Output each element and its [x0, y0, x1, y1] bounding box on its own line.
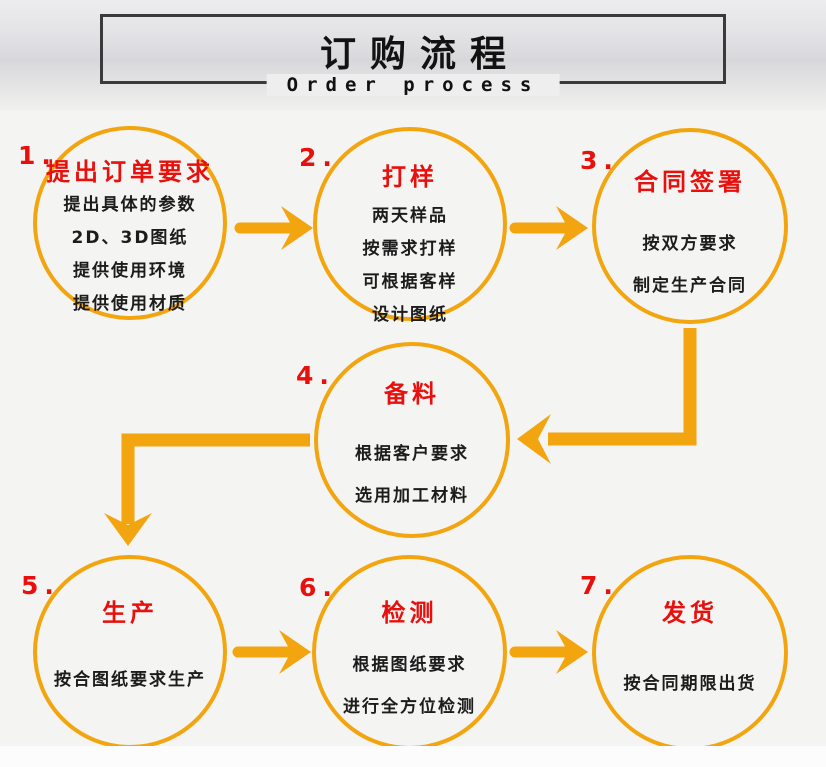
- step-circle-material-preparation: 备料 根据客户要求 选用加工材料: [314, 342, 510, 538]
- step-detail: 提供使用环境: [73, 261, 187, 281]
- title-box: 订购流程 Order process: [100, 14, 726, 96]
- step-title: 提出订单要求: [46, 158, 214, 186]
- step-detail: 按需求打样: [362, 239, 458, 259]
- step-detail: 设计图纸: [372, 305, 448, 325]
- footer-strip: [0, 746, 826, 767]
- step-detail: 可根据客样: [362, 272, 458, 292]
- step-circle-contract-signing: 合同签署 按双方要求 制定生产合同: [592, 128, 788, 324]
- step-circle-inspection: 检测 根据图纸要求 进行全方位检测: [312, 555, 507, 750]
- step-number-1: 1.: [18, 141, 57, 170]
- page-subtitle: Order process: [266, 74, 560, 96]
- step-number-6: 6.: [299, 573, 338, 602]
- step-detail: 按合同期限出货: [623, 674, 757, 694]
- step-title: 检测: [381, 599, 438, 627]
- step-detail: 提供使用材质: [73, 294, 187, 314]
- step-detail: 选用加工材料: [355, 486, 469, 506]
- step-detail: 根据图纸要求: [352, 655, 467, 675]
- step-title: 发货: [662, 599, 718, 627]
- step-detail: 进行全方位检测: [343, 697, 476, 717]
- arrow-step4-to-step5: [104, 433, 310, 546]
- step-number-7: 7.: [580, 571, 619, 600]
- step-circle-order-request: 提出订单要求 提出具体的参数 2D、3D图纸 提供使用环境 提供使用材质: [33, 126, 227, 320]
- step-title: 合同签署: [634, 168, 746, 196]
- step-detail: 按合图纸要求生产: [54, 670, 206, 690]
- step-detail: 2D、3D图纸: [71, 228, 189, 248]
- step-detail: 按双方要求: [642, 234, 738, 254]
- step-detail: 根据客户要求: [355, 444, 469, 464]
- step-title: 备料: [384, 380, 440, 408]
- step-circle-sampling: 打样 两天样品 按需求打样 可根据客样 设计图纸: [313, 127, 507, 325]
- step-detail: 制定生产合同: [633, 276, 747, 296]
- step-number-3: 3.: [580, 146, 619, 175]
- step-title: 打样: [382, 163, 438, 191]
- step-title: 生产: [102, 599, 158, 627]
- step-number-4: 4.: [296, 361, 335, 390]
- page-title: 订购流程: [319, 33, 520, 75]
- step-number-2: 2.: [299, 143, 338, 172]
- step-detail: 提出具体的参数: [63, 195, 197, 215]
- arrow-step5-to-step6: [232, 630, 311, 674]
- arrow-step2-to-step3: [509, 206, 588, 250]
- step-detail: 两天样品: [372, 206, 448, 226]
- step-circle-shipment: 发货 按合同期限出货: [592, 555, 788, 751]
- step-circle-production: 生产 按合图纸要求生产: [33, 555, 227, 749]
- arrow-step1-to-step2: [234, 206, 313, 250]
- arrow-step3-to-step4: [517, 328, 697, 464]
- arrow-step6-to-step7: [509, 630, 588, 674]
- step-number-5: 5.: [21, 571, 60, 600]
